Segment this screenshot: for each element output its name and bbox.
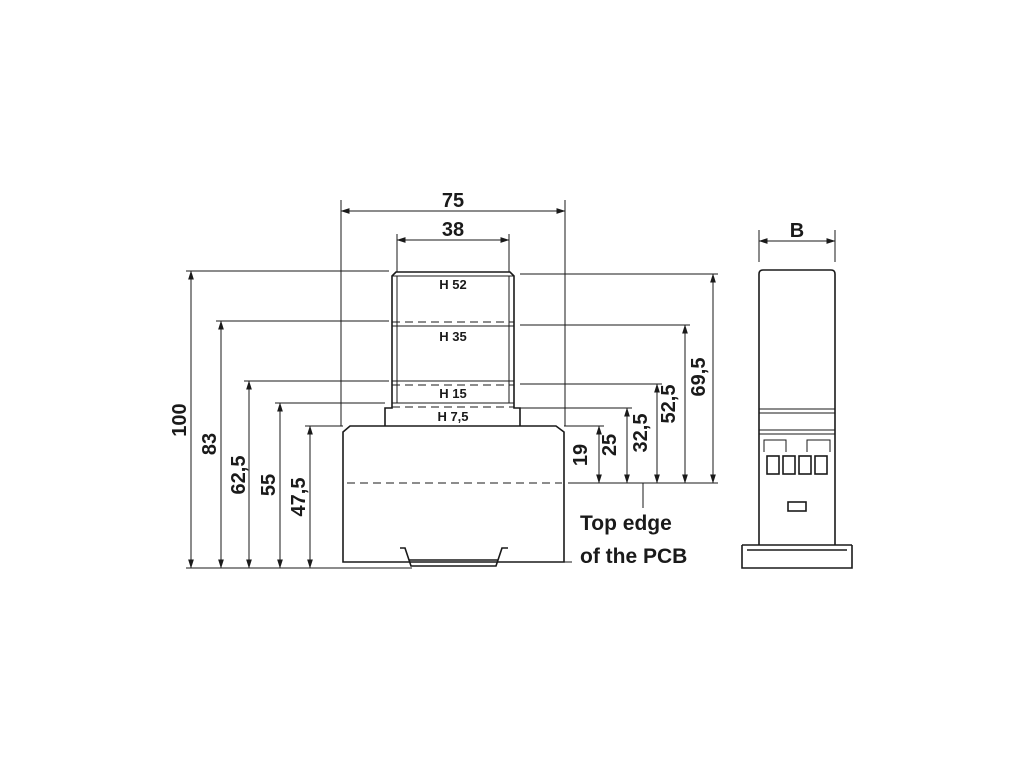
base-housing [342,425,565,563]
dim-25: 25 [599,434,621,456]
housing-step [384,403,521,426]
right-height-dimensions: 19 25 32,5 52,5 69,5 [520,273,718,484]
front-view: H 52 H 35 H 15 H 7,5 [342,271,572,567]
dim-69-5: 69,5 [688,358,710,397]
caption-line2: of the PCB [580,545,687,568]
label-h35: H 35 [439,329,466,344]
side-terminal [766,455,780,475]
dim-100: 100 [169,403,191,436]
side-din-rail [741,544,853,569]
side-window [787,501,807,512]
dim-32-5: 32,5 [630,414,652,453]
dim-55: 55 [258,474,280,496]
caption-line1: Top edge [580,512,672,535]
dim-b: B [790,220,804,242]
dim-47-5: 47,5 [288,478,310,517]
left-height-dimensions: 100 83 62,5 55 47,5 [169,270,412,569]
dim-62-5: 62,5 [228,456,250,495]
label-h75: H 7,5 [437,409,468,424]
side-terminal [798,455,812,475]
width-dimensions: 75 38 [340,190,566,426]
dim-52-5: 52,5 [658,385,680,424]
side-terminal [782,455,796,475]
din-rail [400,547,508,567]
side-view: B [741,220,853,569]
side-body [758,269,836,545]
dim-83: 83 [199,433,221,455]
side-terminal [814,455,828,475]
module-tower [391,271,515,403]
dim-overall-width: 75 [442,190,464,212]
dim-top-width: 38 [442,219,464,241]
dim-19: 19 [570,444,592,466]
label-h15: H 15 [439,386,466,401]
label-h52: H 52 [439,277,466,292]
